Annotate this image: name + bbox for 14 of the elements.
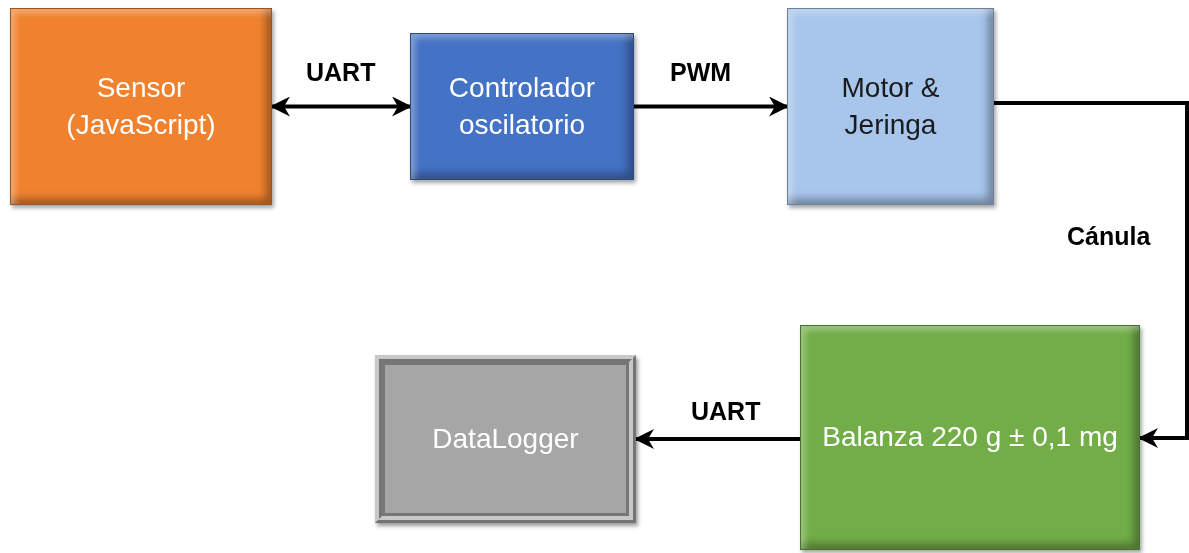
box-label: Sensor (JavaScript) <box>65 71 217 142</box>
arrow <box>994 101 1189 448</box>
arrow <box>634 429 800 449</box>
box-label: DataLogger <box>432 421 579 456</box>
arrow <box>634 96 789 117</box>
framed-box <box>375 355 636 523</box>
box-label: Controlador oscilatorio <box>447 71 597 142</box>
box-label: Balanza 220 g ± 0,1 mg <box>822 420 1118 455</box>
process-box <box>10 8 272 205</box>
process-box <box>800 325 1140 550</box>
process-box <box>410 33 634 180</box>
box-label: Motor & Jeringa <box>840 71 941 142</box>
arrow <box>270 96 412 117</box>
process-box <box>787 8 994 205</box>
